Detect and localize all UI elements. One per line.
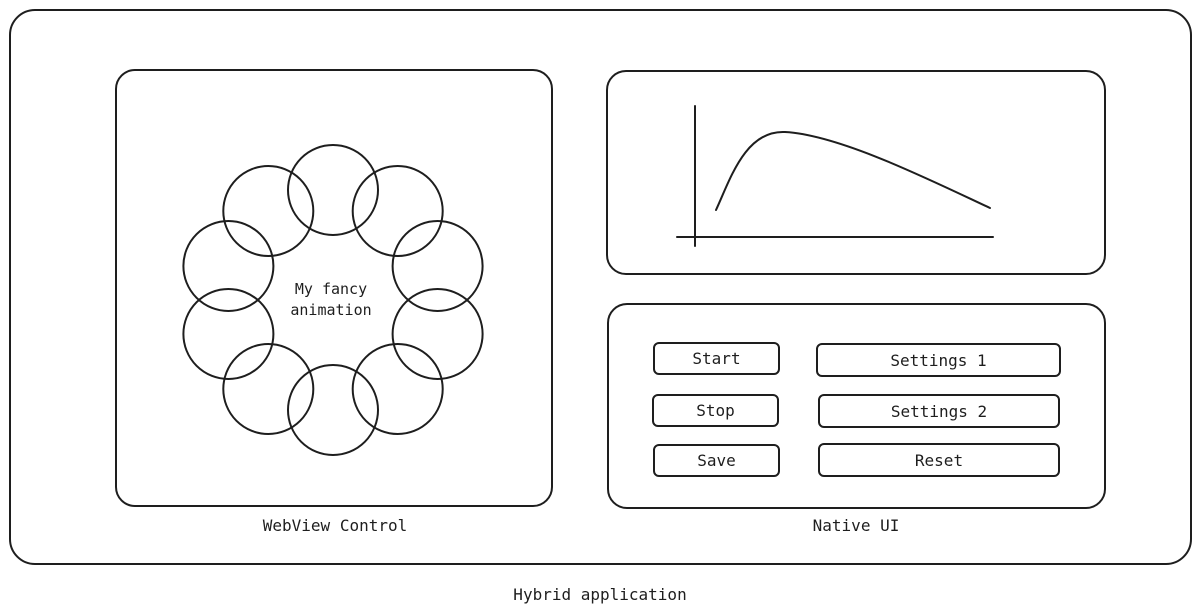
animation-label-line1: My fancy	[294, 280, 368, 298]
animation-label-line2: animation	[290, 301, 372, 319]
webview-caption: WebView Control	[262, 516, 408, 535]
app-caption: Hybrid application	[513, 585, 687, 604]
chart-curve	[715, 130, 991, 211]
native-ui-caption: Native UI	[812, 516, 900, 535]
animation-ring	[391, 288, 484, 380]
webview-panel	[115, 69, 553, 507]
settings-2-button[interactable]: Settings 2	[818, 394, 1060, 428]
animation-ring	[182, 288, 275, 380]
animation-ring	[287, 144, 379, 236]
animation-ring	[391, 220, 484, 312]
reset-button[interactable]: Reset	[818, 443, 1060, 477]
save-button[interactable]: Save	[653, 444, 780, 477]
animation-ring	[351, 343, 444, 435]
animation-ring	[222, 165, 315, 257]
animation-ring	[222, 343, 315, 435]
hybrid-app-frame	[9, 9, 1192, 565]
stop-button[interactable]: Stop	[652, 394, 779, 427]
controls-panel	[607, 303, 1106, 509]
animation-ring	[351, 165, 444, 257]
animation-ring	[287, 364, 379, 456]
start-button[interactable]: Start	[653, 342, 780, 375]
animation-ring	[182, 220, 275, 312]
chart-panel	[606, 70, 1106, 275]
settings-1-button[interactable]: Settings 1	[816, 343, 1061, 377]
animation-label: My fancy animation	[290, 279, 371, 321]
